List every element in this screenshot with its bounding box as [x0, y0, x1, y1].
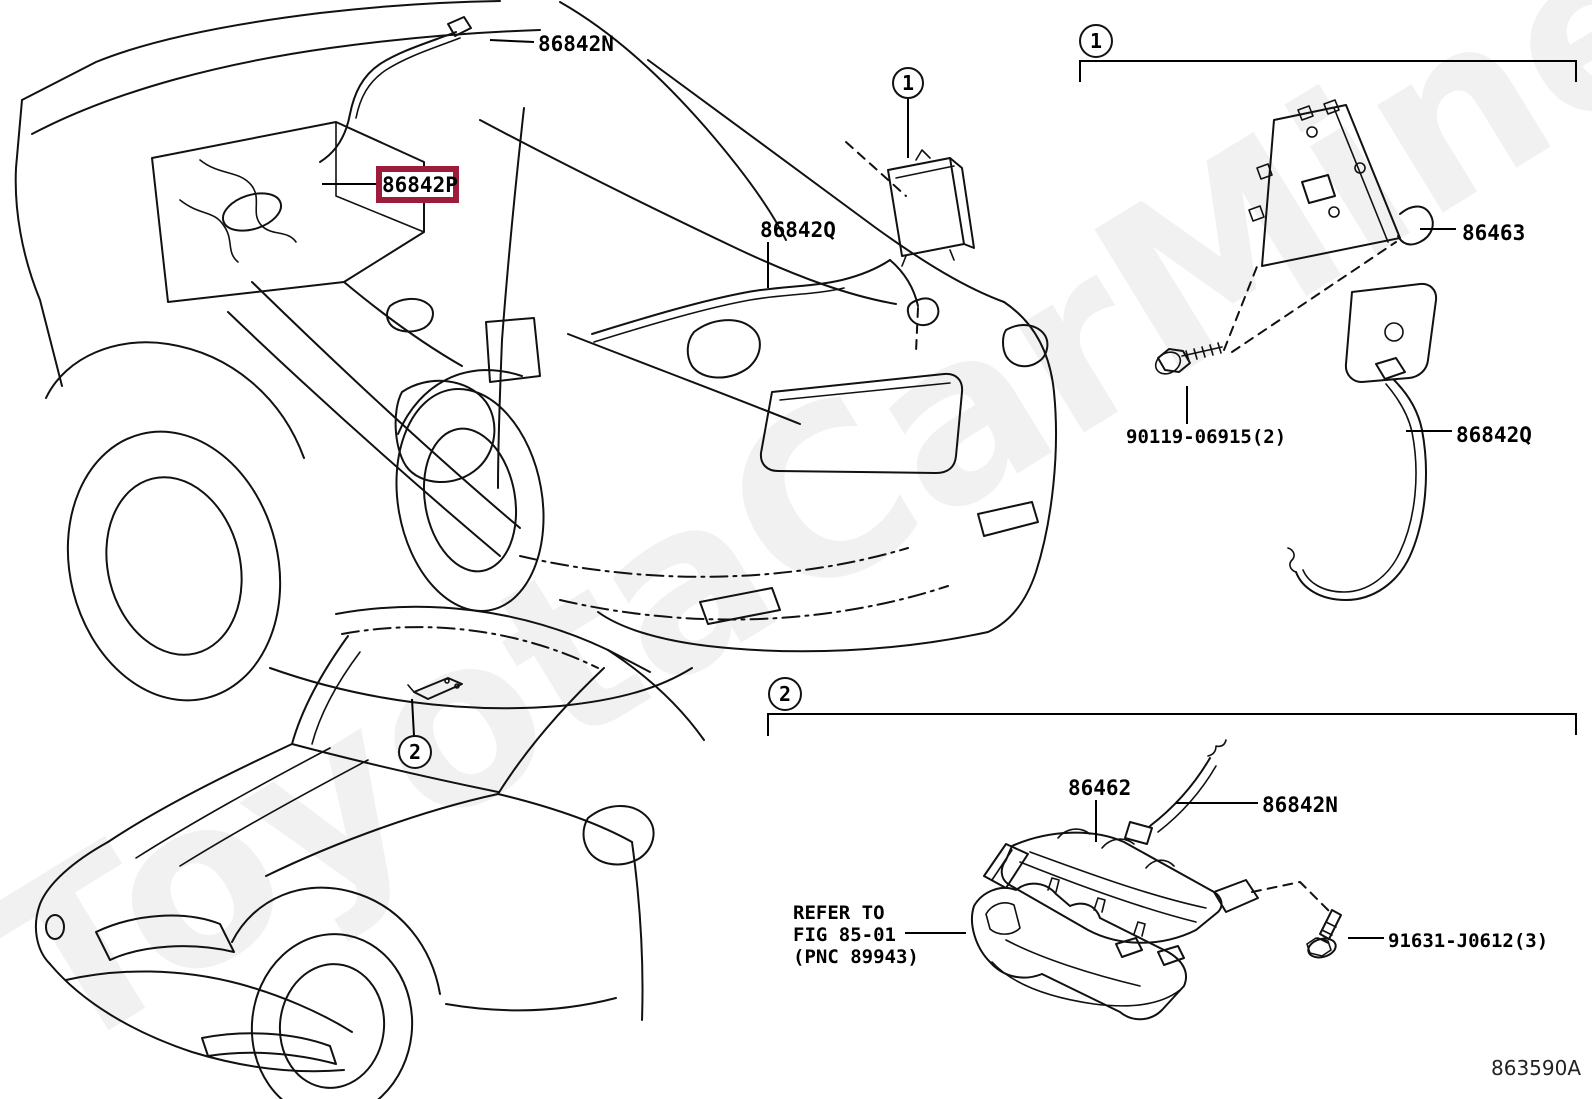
label-86842N-top[interactable]: 86842N — [489, 32, 614, 56]
amplifier-86462-art — [983, 739, 1331, 966]
callout-2-car[interactable]: 2 — [398, 698, 432, 769]
highlight-box — [376, 166, 459, 203]
bolt-90119-art — [1154, 342, 1223, 375]
car-rear-view-art — [14, 0, 1057, 710]
roof-amplifier-art — [407, 677, 463, 700]
refer-note-line1: REFER TO — [793, 902, 885, 924]
label-86842Q-detail[interactable]: 86842Q — [1406, 423, 1532, 447]
label-86842P-text: 86842P — [382, 173, 458, 197]
diagram-code: 863590A — [1491, 1056, 1581, 1080]
car-front-view-art — [34, 605, 705, 1099]
section-2-bracket — [767, 713, 1577, 736]
callout-1-section[interactable]: 1 — [1079, 24, 1113, 58]
label-86842Q-top-text: 86842Q — [760, 218, 836, 242]
bracket-86463-art — [1223, 99, 1438, 383]
antenna-cord-86842N-art — [319, 16, 472, 163]
callout-2-car-number: 2 — [409, 740, 421, 764]
callout-1-car-number: 1 — [902, 71, 914, 95]
label-86462[interactable]: 86462 — [1068, 776, 1131, 842]
refer-note-line3: (PNC 89943) — [793, 946, 919, 968]
label-86462-text: 86462 — [1068, 776, 1131, 800]
cable-86842Q-detail-art — [1287, 379, 1427, 601]
label-91631-J0612-text: 91631-J0612(3) — [1388, 930, 1548, 952]
label-86842Q-top[interactable]: 86842Q — [760, 218, 836, 288]
label-86842Q-detail-text: 86842Q — [1456, 423, 1532, 447]
label-91631-J0612[interactable]: 91631-J0612(3) — [1348, 930, 1548, 952]
label-90119-06915-text: 90119-06915(2) — [1126, 426, 1286, 448]
cover-89943-art — [970, 877, 1187, 1021]
label-86842N-detail[interactable]: 86842N — [1176, 793, 1338, 817]
refer-note: REFER TO FIG 85-01 (PNC 89943) — [793, 902, 966, 968]
label-86463-text: 86463 — [1462, 221, 1525, 245]
label-86842N-detail-text: 86842N — [1262, 793, 1338, 817]
callout-1-car[interactable]: 1 — [892, 67, 924, 158]
callout-2-section-number: 2 — [779, 682, 791, 706]
transceiver-unit-art — [887, 149, 975, 267]
label-86842P-highlighted[interactable]: 86842P — [322, 166, 459, 203]
label-90119-06915[interactable]: 90119-06915(2) — [1126, 386, 1286, 448]
callout-1-section-number: 1 — [1090, 29, 1102, 53]
antenna-cable-86842Q-art — [591, 259, 940, 353]
label-86842N-top-text: 86842N — [538, 32, 614, 56]
section-1-bracket — [1079, 60, 1577, 82]
refer-note-line2: FIG 85-01 — [793, 924, 896, 946]
label-86463[interactable]: 86463 — [1420, 221, 1525, 245]
bolt-91631-art — [1306, 909, 1342, 959]
callout-2-section[interactable]: 2 — [768, 677, 802, 711]
